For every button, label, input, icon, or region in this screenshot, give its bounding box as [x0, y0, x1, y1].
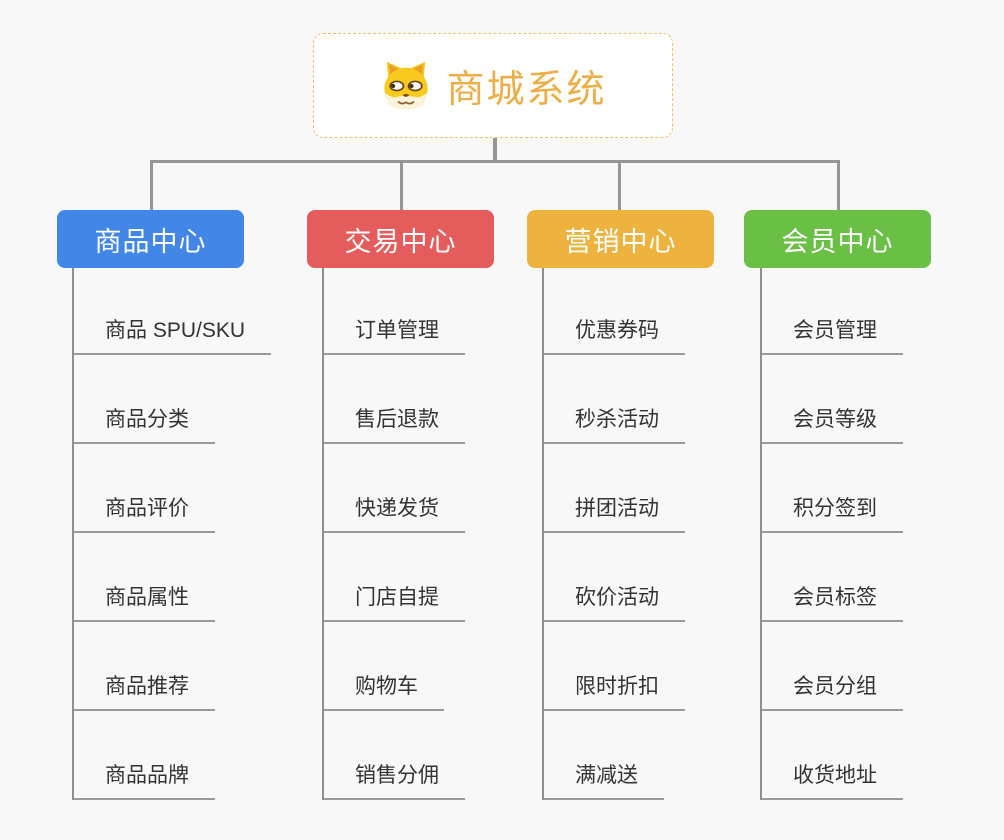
connector-horizontal [150, 160, 840, 163]
leaf-sales-commission[interactable]: 销售分佣 [324, 761, 465, 800]
leaf-product-brand[interactable]: 商品品牌 [74, 761, 215, 800]
children-member-center: 会员管理 会员等级 积分签到 会员标签 会员分组 收货地址 [760, 268, 1002, 800]
connector-root-stem [493, 138, 497, 162]
leaf-product-category[interactable]: 商品分类 [74, 405, 215, 444]
connector-drop-product [150, 160, 153, 210]
children-marketing-center: 优惠券码 秒杀活动 拼团活动 砍价活动 限时折扣 满减送 [542, 268, 784, 800]
branch-product-center[interactable]: 商品中心 [57, 210, 244, 268]
dog-face-icon [384, 61, 429, 109]
leaf-express-delivery[interactable]: 快递发货 [324, 494, 465, 533]
leaf-limited-time-discount[interactable]: 限时折扣 [544, 672, 685, 711]
leaf-coupon-code[interactable]: 优惠券码 [544, 316, 685, 355]
leaf-bargain-activity[interactable]: 砍价活动 [544, 583, 685, 622]
connector-drop-trade [400, 160, 403, 210]
leaf-shopping-cart[interactable]: 购物车 [324, 672, 444, 711]
children-trade-center: 订单管理 售后退款 快递发货 门店自提 购物车 销售分佣 [322, 268, 564, 800]
leaf-member-management[interactable]: 会员管理 [762, 316, 903, 355]
children-product-center: 商品 SPU/SKU 商品分类 商品评价 商品属性 商品推荐 商品品牌 [72, 268, 314, 800]
leaf-member-level[interactable]: 会员等级 [762, 405, 903, 444]
branch-member-center[interactable]: 会员中心 [744, 210, 931, 268]
branch-trade-center[interactable]: 交易中心 [307, 210, 494, 268]
leaf-flash-sale[interactable]: 秒杀活动 [544, 405, 685, 444]
leaf-product-spu-sku[interactable]: 商品 SPU/SKU [74, 316, 272, 355]
leaf-store-pickup[interactable]: 门店自提 [324, 583, 465, 622]
leaf-aftersale-refund[interactable]: 售后退款 [324, 405, 465, 444]
leaf-group-buy[interactable]: 拼团活动 [544, 494, 685, 533]
leaf-points-checkin[interactable]: 积分签到 [762, 494, 903, 533]
root-node[interactable]: 商城系统 [313, 33, 673, 138]
connector-drop-member [837, 160, 840, 210]
leaf-product-attribute[interactable]: 商品属性 [74, 583, 215, 622]
leaf-member-tag[interactable]: 会员标签 [762, 583, 903, 622]
leaf-shipping-address[interactable]: 收货地址 [762, 761, 903, 800]
leaf-product-recommend[interactable]: 商品推荐 [74, 672, 215, 711]
connector-drop-marketing [618, 160, 621, 210]
root-title: 商城系统 [446, 69, 607, 111]
leaf-member-group[interactable]: 会员分组 [762, 672, 903, 711]
leaf-product-review[interactable]: 商品评价 [74, 494, 215, 533]
leaf-full-reduction[interactable]: 满减送 [544, 761, 664, 800]
leaf-order-management[interactable]: 订单管理 [324, 316, 465, 355]
branch-marketing-center[interactable]: 营销中心 [527, 210, 714, 268]
